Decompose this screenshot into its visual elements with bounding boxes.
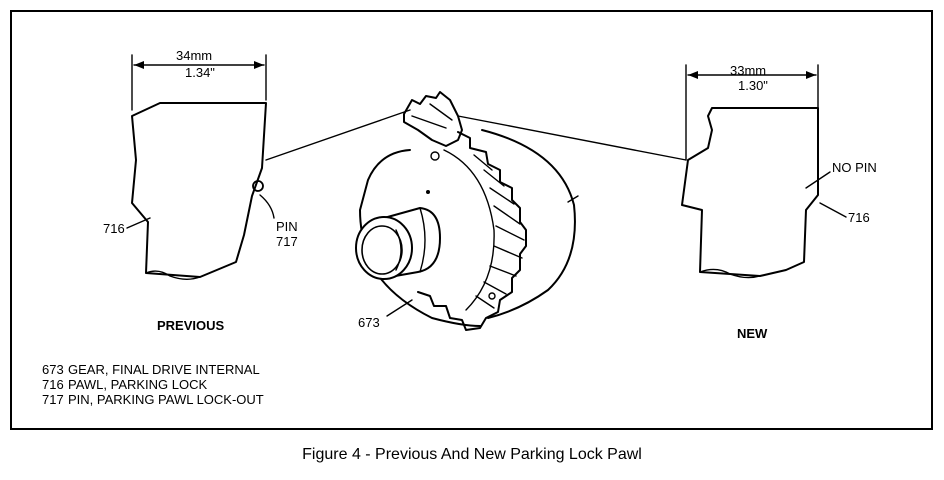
pawl-716-left-label: 716 [103,221,125,236]
legend-item: 716 PAWL, PARKING LOCK [42,377,264,392]
no-pin-label: NO PIN [832,160,877,175]
final-drive-gear [355,91,579,331]
pin-717-label: 717 [276,234,298,249]
previous-width-mm: 34mm [176,48,212,63]
legend-text: PIN, PARKING PAWL LOCK-OUT [68,392,264,407]
new-pawl [681,107,819,279]
legend-item: 673 GEAR, FINAL DRIVE INTERNAL [42,362,264,377]
new-dimension [685,64,819,161]
previous-dimension [131,54,267,111]
pawl-716-right-label: 716 [848,210,870,225]
gear-673-leader [386,299,413,317]
figure-caption: Figure 4 - Previous And New Parking Lock… [302,446,642,463]
connector-line-new [457,115,687,161]
legend: 673 GEAR, FINAL DRIVE INTERNAL 716 PAWL, P… [42,362,264,407]
connector-line-previous [265,109,411,161]
legend-item: 717 PIN, PARKING PAWL LOCK-OUT [42,392,264,407]
new-label: NEW [737,326,768,341]
pin-label: PIN [276,219,298,234]
legend-text: PAWL, PARKING LOCK [68,377,208,392]
legend-text: GEAR, FINAL DRIVE INTERNAL [68,362,260,377]
parking-pawl-diagram: 34mm 1.34" 716 PIN 717 PREVIOUS 33mm 1.3… [103,48,877,341]
previous-pawl-pin [252,180,264,192]
new-width-mm: 33mm [730,63,766,78]
previous-width-in: 1.34" [185,65,215,80]
legend-number: 717 [42,392,64,407]
new-width-in: 1.30" [738,78,768,93]
figure-frame [10,10,933,430]
legend-number: 673 [42,362,64,377]
gear-673-label: 673 [358,315,380,330]
previous-label: PREVIOUS [157,318,225,333]
legend-number: 716 [42,377,64,392]
previous-pawl [131,102,267,280]
